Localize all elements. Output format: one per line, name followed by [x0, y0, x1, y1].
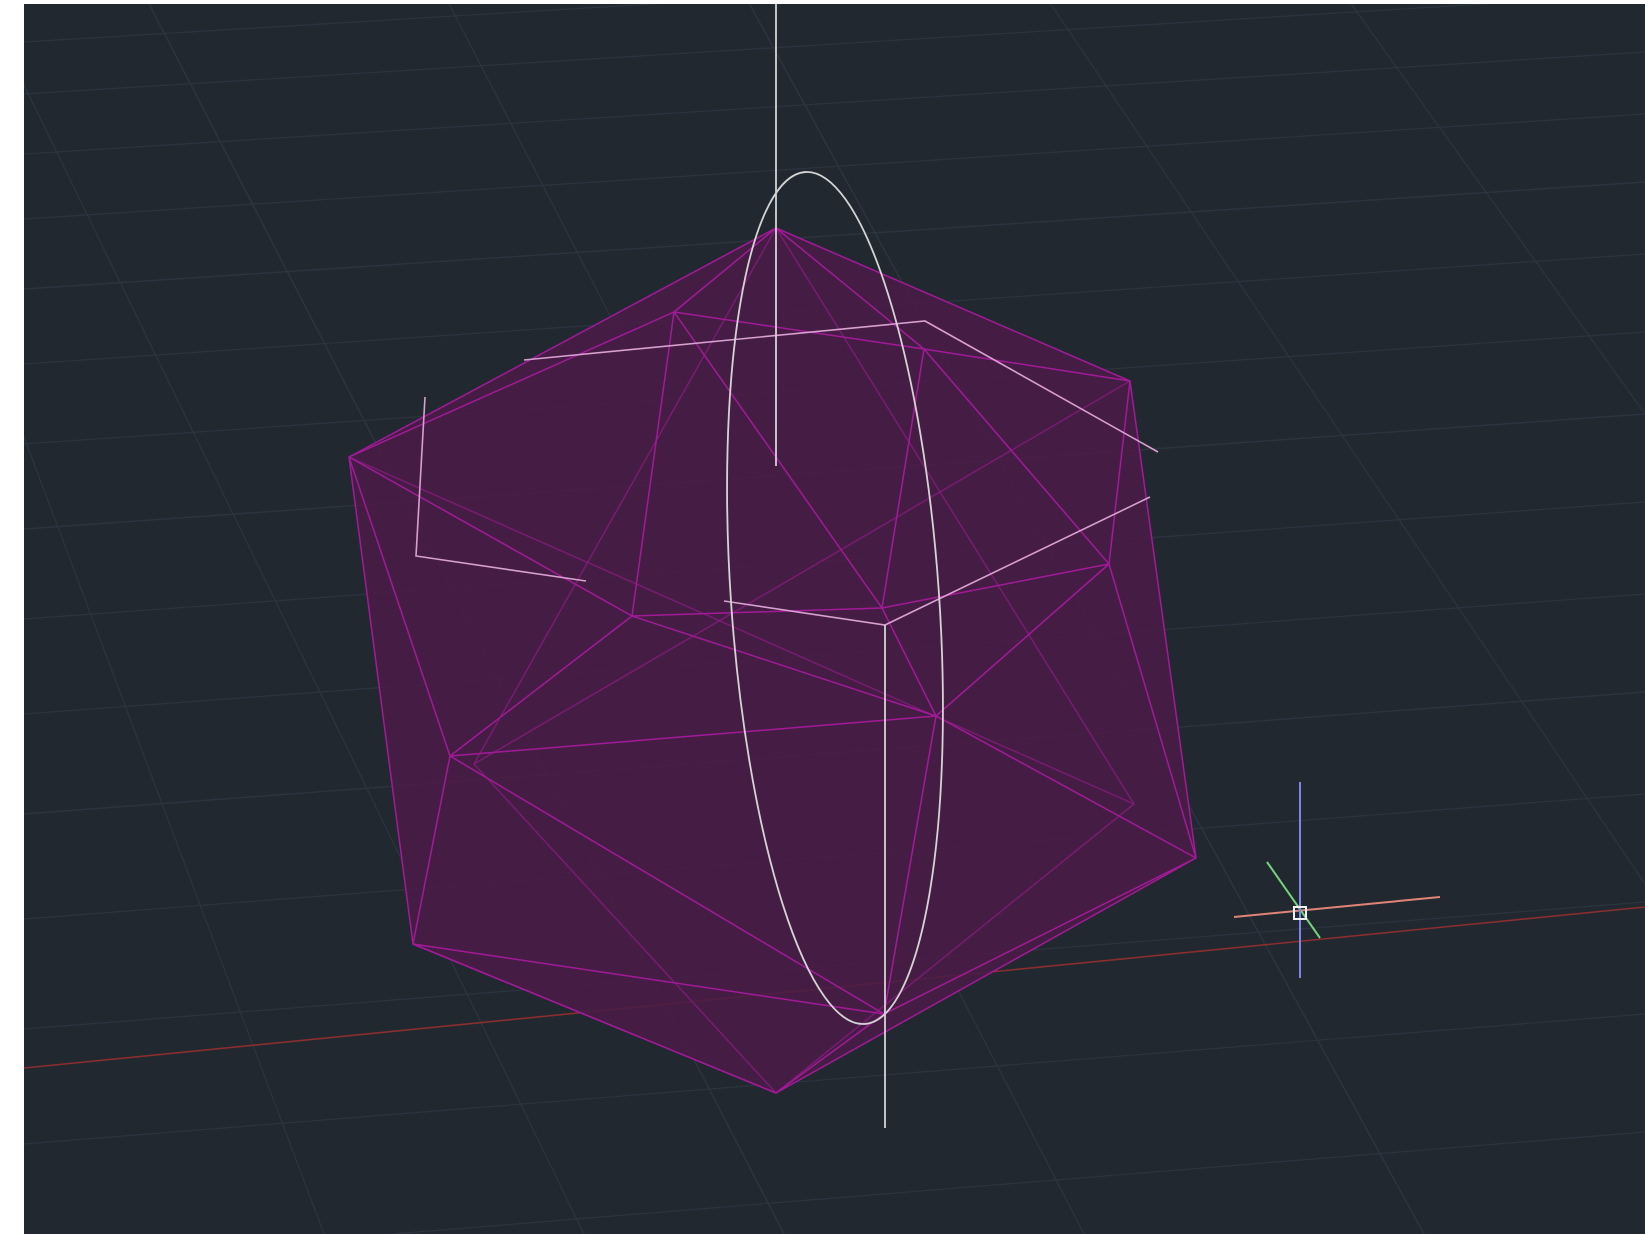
model-space-canvas[interactable] [24, 4, 1645, 1234]
mesh-edge [775, 227, 1135, 805]
grid-line [24, 4, 663, 43]
grid-line [24, 1013, 1645, 1145]
mesh-edge [348, 456, 451, 757]
mesh-edge [1108, 380, 1131, 565]
crosshair-icon[interactable] [1233, 782, 1441, 978]
mesh-edge [412, 943, 777, 1094]
pickbox-square[interactable] [1293, 906, 1307, 920]
mesh-edge [473, 763, 777, 1094]
gizmo-rotation-ring[interactable] [701, 165, 968, 1031]
mesh-edge [449, 615, 633, 757]
mesh-edge [775, 1013, 885, 1094]
mesh-edge [923, 348, 1131, 382]
polyhedron-icon[interactable] [348, 227, 1197, 1094]
helper-polyline [523, 320, 1159, 453]
mesh-edge [348, 456, 1135, 805]
mesh-edge [348, 456, 633, 617]
mesh-edge [412, 755, 451, 945]
mesh-edge [673, 311, 883, 609]
mesh-edge [412, 943, 885, 1015]
mesh-edge [881, 348, 925, 609]
mesh-edge [923, 348, 1110, 565]
mesh-edge [449, 755, 885, 1015]
mesh-edge [1108, 563, 1197, 859]
mesh-edge [881, 563, 1110, 609]
grid-line [24, 83, 585, 1234]
grid-line [24, 113, 1645, 220]
mesh-edge [883, 715, 937, 1015]
mesh-edge [935, 715, 1197, 859]
mesh-edge [631, 311, 675, 617]
grid-line [24, 181, 1645, 290]
mesh-edge [449, 715, 937, 757]
grid-line [24, 4, 1493, 95]
mesh-edge [631, 607, 883, 617]
mesh-edge [673, 311, 925, 350]
mesh-edge [473, 227, 777, 765]
rotate-gizmo-icon[interactable] [701, 4, 968, 1128]
mesh-edge [881, 607, 937, 717]
grid-line [1350, 4, 1645, 415]
grid-line [24, 51, 1645, 155]
mesh-edge [473, 380, 1131, 765]
mesh-edge [348, 311, 675, 458]
mesh-edge [775, 803, 1135, 1094]
mesh-edge [935, 563, 1110, 717]
ucs-y-axis [1266, 861, 1321, 939]
mesh-edge [883, 857, 1197, 1015]
mesh-edge [775, 227, 925, 350]
grid-line [24, 435, 325, 1234]
mesh-edge [673, 227, 777, 313]
ucs-x-axis [1233, 896, 1441, 918]
drawing-viewport[interactable] [24, 4, 1645, 1234]
helper-polyline [415, 396, 587, 582]
grid-line [1050, 4, 1645, 885]
grid-line [385, 1131, 1645, 1234]
